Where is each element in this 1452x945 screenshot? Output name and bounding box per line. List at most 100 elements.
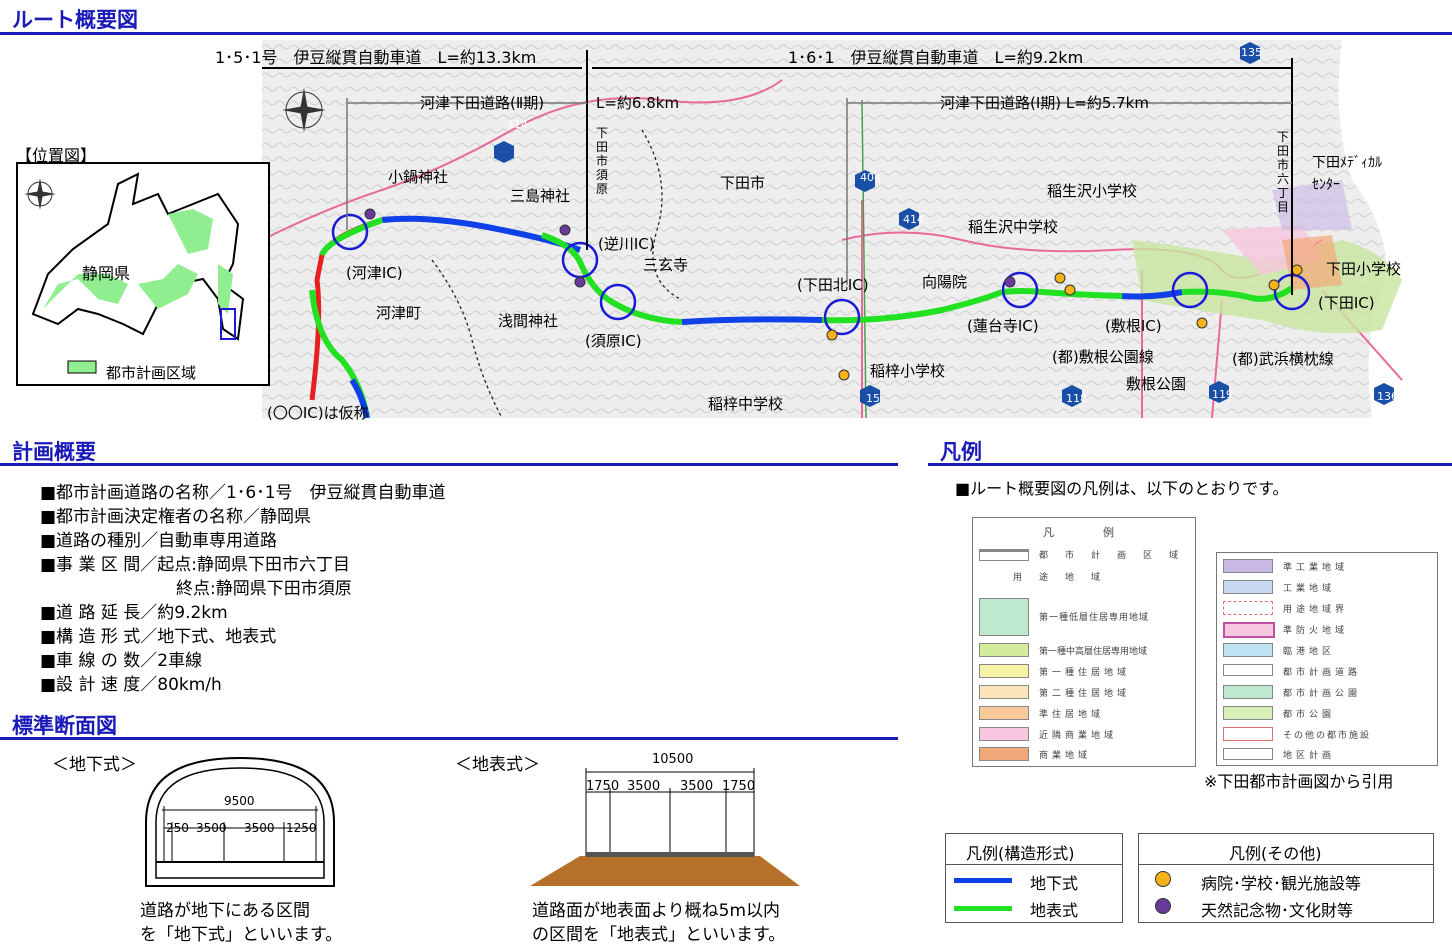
label-inazusa-elementary: 稲梓小学校 [870,362,946,380]
legend-left-swatch-1 [979,549,1029,561]
underground-part-4: 1250 [286,821,317,835]
underground-caption-2: を「地下式」といいます。 [140,925,343,945]
label-rendaiji-ic: (蓮台寺IC) [967,317,1039,335]
legend-underground-label: 地下式 [1030,874,1079,893]
legend-left-swatch-8 [979,727,1029,741]
legend-right-swatch-9 [1223,727,1273,741]
label-shikine-park: 敷根公園 [1126,375,1187,393]
label-medical-center: 下田ﾒﾃﾞｨｶﾙ ｾﾝﾀｰ [1312,155,1382,193]
legend-right-label-10: 地区計画 [1283,751,1336,761]
span-label-total-1-5-1: 1･5･1号 伊豆縦貫自動車道 L=約13.3km [215,48,537,67]
underground-part-1: 250 [166,821,189,835]
route-shield-414a: 414 [507,118,528,131]
label-konabe-shrine: 小鍋神社 [388,168,449,186]
plan-line-road-name: ■都市計画道路の名称／1･6･1号 伊豆縦貫自動車道 [40,483,446,503]
label-sangenji: 三玄寺 [643,256,689,274]
inset-pref-label: 静岡県 [82,264,131,283]
legend-right-swatch-8 [1223,706,1273,720]
underground-total-width: 9500 [224,794,255,808]
route-map-graphic [227,40,1407,419]
label-shimoda-elementary: 下田小学校 [1326,260,1402,278]
legend-left-label-7: 準住居地域 [1039,710,1105,720]
plan-line-road-type: ■道路の種別／自動車専用道路 [40,531,278,551]
surface-part-1: 1750 [586,779,620,794]
legend-right-swatch-3 [1223,601,1273,615]
legend-left-label-6: 第二種住居地域 [1039,689,1131,699]
legend-other-box: 凡例(その他) 病院･学校･観光施設等 天然記念物･文化財等 [1138,833,1434,923]
plan-line-length: ■道 路 延 長／約9.2km [40,603,228,623]
legend-left-swatch-3 [979,598,1029,636]
vertical-label-rokuchome: 下田市六丁目 [1277,130,1290,214]
route-shield-404: 404 [860,171,881,184]
legend-underground-swatch [954,878,1012,883]
surface-part-3: 3500 [680,779,714,794]
plan-section-rule [0,463,898,466]
span-label-phase2: 河津下田道路(Ⅱ期) [420,94,545,112]
underground-part-3: 3500 [244,821,275,835]
legend-left-label-4: 第一種中高層住居専用地域 [1039,647,1148,657]
legend-right-label-1: 準工業地域 [1283,563,1349,573]
legend-right-swatch-1 [1223,559,1273,573]
legend-left-swatch-9 [979,747,1029,761]
route-shield-414b: 414 [903,213,924,226]
legend-other-title: 凡例(その他) [1229,844,1322,863]
legend-left-label-9: 商業地域 [1039,751,1092,761]
label-shikine-ic: (敷根IC) [1105,317,1162,335]
label-inyuzawa-elementary: 稲生沢小学校 [1047,182,1138,200]
legend-other-divider [1139,864,1433,865]
legend-right-swatch-2 [1223,580,1273,594]
legend-left-label-1: 都 市 計 画 区 域 [1039,551,1183,561]
underground-diagram: 9500 250 3500 3500 1250 [140,752,340,888]
legend-structure-divider [946,864,1122,865]
underground-heading: ＜地下式＞ [52,755,137,775]
legend-left-swatch-4 [979,643,1029,657]
town-label-kawazu: 河津町 [376,304,422,322]
route-shield-119: 119 [1212,388,1233,401]
plan-line-section-start: ■事 業 区 間／起点:静岡県下田市六丁目 [40,555,351,575]
surface-part-4: 1750 [722,779,756,794]
underground-part-2: 3500 [196,821,227,835]
plan-line-speed: ■設 計 速 度／80km/h [40,675,222,695]
label-mishima-shrine: 三島神社 [510,187,571,205]
route-map [227,40,1407,419]
underground-caption-1: 道路が地下にある区間 [140,901,310,921]
plan-line-authority: ■都市計画決定権者の名称／静岡県 [40,507,312,527]
legend-right-label-7: 都市計画公園 [1283,689,1362,699]
label-takehama-line: (都)武浜横枕線 [1232,350,1334,368]
legend-section-rule [928,463,1452,466]
legend-right-swatch-10 [1223,748,1273,760]
label-shikine-park-line: (都)敷根公園線 [1052,348,1154,366]
route-section-rule [0,32,1452,35]
legend-heritage-dot [1155,898,1171,914]
plan-line-lanes: ■車 線 の 数／2車線 [40,651,203,671]
label-kawazu-ic: (河津IC) [346,264,403,282]
legend-right-label-9: その他の都市施設 [1283,731,1372,741]
surface-part-2: 3500 [627,779,661,794]
legend-right-label-2: 工業地域 [1283,584,1336,594]
route-shield-118: 118 [1066,392,1087,405]
legend-left-label-8: 近隣商業地域 [1039,731,1118,741]
legend-right-swatch-7 [1223,685,1273,699]
cross-section-title: 標準断面図 [12,714,117,738]
legend-right-swatch-6 [1223,664,1273,676]
legend-left-swatch-5 [979,664,1029,678]
plan-section-title: 計画概要 [12,440,96,464]
plan-line-section-end: 終点:静岡県下田市須原 [176,579,352,599]
legend-right-label-5: 臨港地区 [1283,647,1336,657]
span-label-phase2-length: L=約6.8km [596,94,680,112]
label-inyuzawa-junior-high: 稲生沢中学校 [968,218,1059,236]
route-shield-136: 136 [1377,390,1398,403]
legend-table-left: 凡 例 都 市 計 画 区 域 用 途 地 域 第一種低層住居専用地域 第一種中… [972,517,1196,767]
label-inazusa-junior-high: 稲梓中学校 [708,395,784,413]
legend-right-label-3: 用途地域界 [1283,605,1349,615]
inset-map-graphic [24,172,245,374]
span-label-total-1-6-1: 1･6･1 伊豆縦貫自動車道 L=約9.2km [788,48,1084,67]
legend-intro: ■ルート概要図の凡例は、以下のとおりです。 [955,479,1289,498]
label-koyoin: 向陽院 [922,273,968,291]
span-label-phase1: 河津下田道路(Ⅰ期) L=約5.7km [940,94,1149,112]
inset-location-map: 静岡県 都市計画区域 [16,162,270,386]
legend-right-label-8: 都市公園 [1283,710,1336,720]
label-shimoda-ic: (下田IC) [1318,294,1375,312]
label-shimodakita-ic: (下田北IC) [797,276,869,294]
surface-caption-1: 道路面が地表面より概ね5m以内 [532,901,781,921]
